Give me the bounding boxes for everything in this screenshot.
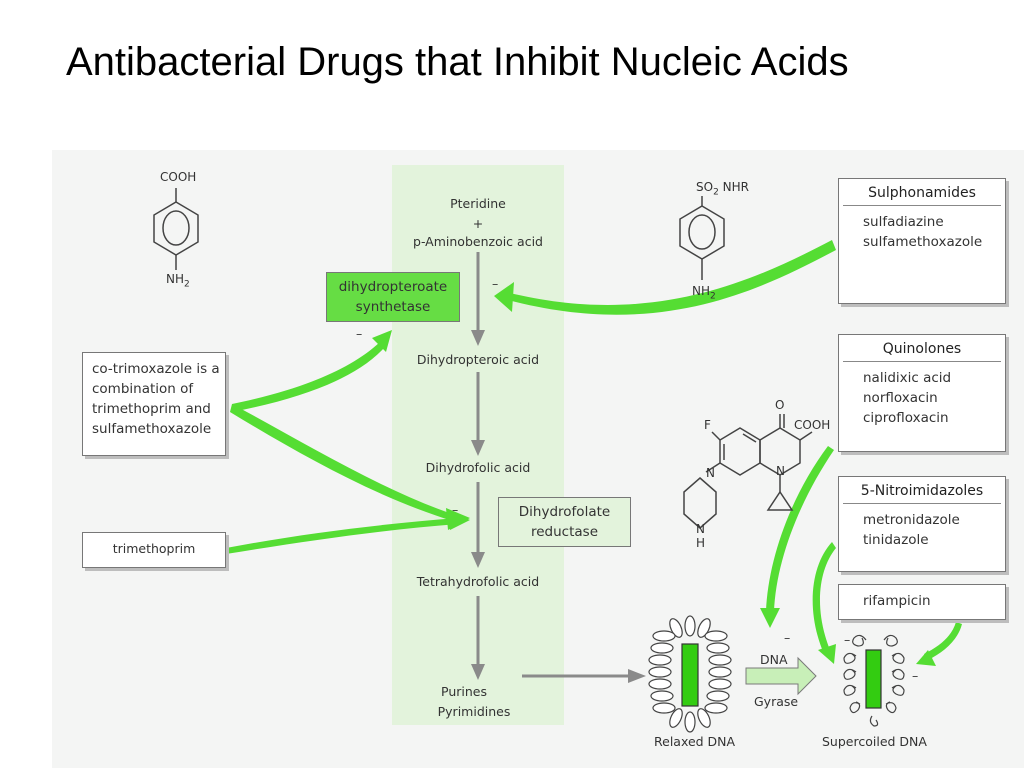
drug-class-title: Sulphonamides	[843, 179, 1001, 206]
drug-name: tinidazole	[863, 532, 929, 548]
quinolone-h-label: H	[696, 536, 706, 550]
cotrimoxazole-line: combination of	[92, 381, 194, 397]
gyrase-arrow	[745, 656, 817, 696]
inhibit-sign-supercoil-right: –	[912, 668, 919, 683]
dna-label: DNA	[760, 652, 788, 667]
paba-nh2-label: NH2	[166, 272, 190, 290]
inhibition-arrows	[226, 240, 962, 666]
slide-title: Antibacterial Drugs that Inhibit Nucleic…	[66, 40, 849, 84]
quinolone-n-label: N	[706, 466, 715, 480]
trimethoprim-label: trimethoprim	[112, 541, 196, 556]
pathway-pyrimidines: Pyrimidines	[437, 704, 511, 719]
enzyme-dihydrofolate-reductase: Dihydrofolate reductase	[498, 497, 631, 547]
drug-name: sulfamethoxazole	[863, 234, 983, 250]
drug-class-quinolones: Quinolones nalidixic acid norfloxacin ci…	[838, 334, 1006, 452]
drug-class-rifampicin: rifampicin	[838, 584, 1006, 620]
sulfonamide-ring	[679, 196, 725, 280]
drug-name: ciprofloxacin	[863, 410, 949, 426]
enzyme-dihydropteroate-synthetase: dihydropteroate synthetase	[326, 272, 460, 322]
cotrimoxazole-line: sulfamethoxazole	[92, 421, 212, 437]
enzyme-dhps-line1: dihydropteroate	[338, 279, 448, 295]
enzyme-dhfr-line1: Dihydrofolate	[518, 504, 611, 520]
sulfa-so2nhr-label: SO2 NHR	[696, 180, 749, 198]
paba-cooh-label: COOH	[160, 170, 197, 184]
inhibit-sign-dhps-right: –	[492, 276, 499, 291]
drug-name: sulfadiazine	[863, 214, 944, 230]
enzyme-dhps-line2: synthetase	[355, 299, 431, 315]
enzyme-dhfr-line2: reductase	[530, 524, 598, 540]
quinolone-o-label: O	[775, 398, 785, 412]
supercoiled-dna	[843, 634, 905, 727]
cotrimoxazole-box: co-trimoxazole is a combination of trime…	[82, 352, 226, 456]
drug-class-title: Quinolones	[843, 335, 1001, 362]
drug-class-title: 5-Nitroimidazoles	[843, 477, 1001, 504]
trimethoprim-box: trimethoprim	[82, 532, 226, 568]
sulfa-nh2-label: NH2	[692, 284, 716, 302]
quinolone-structure	[683, 414, 813, 529]
drug-class-nitroimidazoles: 5-Nitroimidazoles metronidazole tinidazo…	[838, 476, 1006, 572]
pathway-arrows	[471, 252, 646, 683]
pathway-paba: p-Aminobenzoic acid	[413, 234, 543, 249]
pathway-purines: Purines	[441, 684, 487, 699]
pathway-pteridine: Pteridine	[450, 196, 506, 211]
pathway-plus: +	[472, 216, 484, 231]
cotrimoxazole-line: trimethoprim and	[92, 401, 211, 417]
drug-name: norfloxacin	[863, 390, 938, 406]
inhibit-sign-dna: –	[784, 630, 791, 645]
drug-name: nalidixic acid	[863, 370, 952, 386]
quinolone-cooh-label: COOH	[794, 418, 831, 432]
supercoiled-dna-label: Supercoiled DNA	[822, 734, 927, 749]
paba-ring	[153, 188, 199, 270]
pathway-tetrahydrofolic-acid: Tetrahydrofolic acid	[416, 574, 540, 589]
quinolone-n-label: N	[776, 464, 785, 478]
cotrimoxazole-line: co-trimoxazole is a	[92, 361, 220, 377]
inhibit-sign-dhps-below: –	[356, 326, 363, 341]
gyrase-label: Gyrase	[754, 694, 799, 709]
drug-name: rifampicin	[863, 593, 931, 609]
relaxed-dna	[648, 615, 732, 733]
pathway-dihydropteroic-acid: Dihydropteroic acid	[416, 352, 540, 367]
drug-name: metronidazole	[863, 512, 960, 528]
pathway-dihydrofolic-acid: Dihydrofolic acid	[425, 460, 531, 475]
inhibit-sign-dhfr: –	[452, 502, 459, 517]
relaxed-dna-label: Relaxed DNA	[654, 734, 736, 749]
quinolone-f-label: F	[704, 418, 711, 432]
drug-class-sulphonamides: Sulphonamides sulfadiazine sulfamethoxaz…	[838, 178, 1006, 304]
inhibit-sign-supercoil-left: –	[844, 632, 851, 647]
quinolone-n-label: N	[696, 522, 705, 536]
